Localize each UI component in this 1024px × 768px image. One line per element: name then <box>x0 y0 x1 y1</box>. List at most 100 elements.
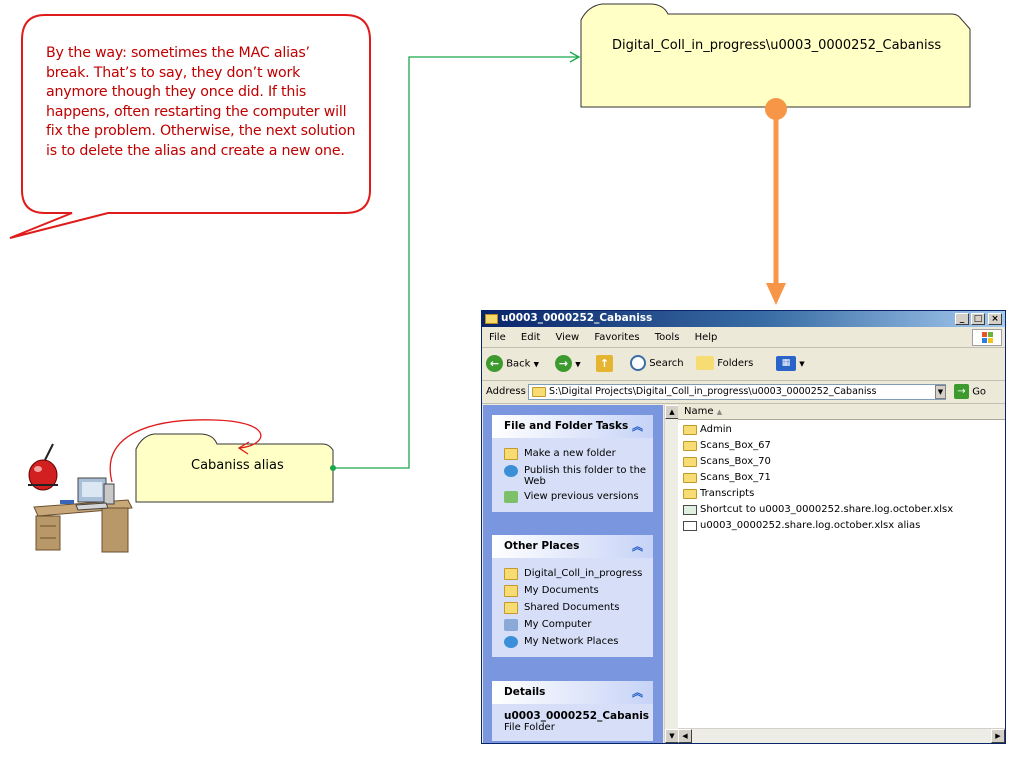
forward-button[interactable]: → ▼ <box>555 355 581 373</box>
task-pane-scrollbar[interactable]: ▲ ▼ <box>664 405 679 743</box>
task-pane: File and Folder Tasks ︽ Make a new folde… <box>483 405 663 743</box>
file-list-horizontal-scrollbar[interactable]: ◀ ▶ <box>678 728 1005 743</box>
panel-header[interactable]: Details ︽ <box>492 681 653 704</box>
callout-text: By the way: sometimes the MAC alias’ bre… <box>46 45 356 159</box>
file-list: Admin Scans_Box_67 Scans_Box_70 Scans_Bo… <box>682 422 953 534</box>
panel-header[interactable]: File and Folder Tasks ︽ <box>492 415 653 438</box>
list-item[interactable]: Scans_Box_70 <box>682 454 953 470</box>
address-value: S:\Digital Projects\Digital_Coll_in_prog… <box>549 386 877 397</box>
panel-title: File and Folder Tasks <box>504 420 629 432</box>
forward-arrow-icon: → <box>555 355 572 372</box>
folder-icon <box>683 441 697 451</box>
panel-title: Other Places <box>504 540 580 552</box>
collapse-chevron-icon[interactable]: ︽ <box>632 540 643 553</box>
place-shared-documents[interactable]: Shared Documents <box>504 602 653 615</box>
connector-start-dot <box>330 465 336 471</box>
green-connector <box>333 56 578 469</box>
name-column-header[interactable]: Name ▲ <box>678 405 1005 420</box>
shared-folder-icon <box>504 602 518 614</box>
previous-versions-icon <box>504 491 518 503</box>
task-view-previous-versions[interactable]: View previous versions <box>504 491 653 504</box>
scroll-left-button[interactable]: ◀ <box>678 729 692 743</box>
panel-title: Details <box>504 686 546 698</box>
menu-edit[interactable]: Edit <box>520 332 541 343</box>
go-arrow-icon: → <box>954 384 969 399</box>
search-button[interactable]: Search <box>630 355 684 373</box>
address-folder-icon <box>532 387 546 397</box>
go-button[interactable]: → Go <box>954 384 986 401</box>
new-folder-icon <box>504 448 518 460</box>
up-folder-icon: ↑ <box>596 355 613 372</box>
task-publish-folder[interactable]: Publish this folder to the Web <box>504 465 653 487</box>
place-my-network-places[interactable]: My Network Places <box>504 636 653 649</box>
back-arrow-icon: ← <box>486 355 503 372</box>
list-item[interactable]: Scans_Box_71 <box>682 470 953 486</box>
task-make-new-folder[interactable]: Make a new folder <box>504 448 653 461</box>
red-curved-arrow <box>109 419 262 483</box>
menu-file[interactable]: File <box>489 332 506 343</box>
menu-view[interactable]: View <box>555 332 580 343</box>
place-my-computer[interactable]: My Computer <box>504 619 653 632</box>
file-folder-tasks-panel: File and Folder Tasks ︽ Make a new folde… <box>492 415 653 512</box>
list-item[interactable]: Scans_Box_67 <box>682 438 953 454</box>
back-button[interactable]: ← Back ▼ <box>486 355 539 373</box>
maximize-button[interactable]: □ <box>971 313 985 325</box>
computer-icon <box>504 619 518 631</box>
collapse-chevron-icon[interactable]: ︽ <box>632 686 643 699</box>
address-dropdown-button[interactable]: ▼ <box>935 385 946 399</box>
views-button[interactable]: ▦ ▼ <box>776 355 805 373</box>
folder-icon <box>683 473 697 483</box>
views-icon: ▦ <box>776 355 796 371</box>
details-type: File Folder <box>504 722 555 733</box>
menu-tools[interactable]: Tools <box>654 332 680 343</box>
toolbar: ← Back ▼ → ▼ ↑ Search Folders ▦ ▼ <box>482 348 1005 381</box>
back-label: Back <box>506 358 531 370</box>
search-label: Search <box>649 358 684 369</box>
explorer-window: u0003_0000252_Cabaniss _ □ × File Edit V… <box>481 310 1006 744</box>
callout-bubble <box>9 14 371 239</box>
folders-label: Folders <box>717 358 754 369</box>
folder-icon <box>485 314 498 324</box>
alias-folder-label: Cabaniss alias <box>191 458 284 473</box>
red-arrowhead <box>237 441 250 455</box>
my-documents-icon <box>504 585 518 597</box>
other-places-panel: Other Places ︽ Digital_Coll_in_progress … <box>492 535 653 657</box>
place-digital-coll[interactable]: Digital_Coll_in_progress <box>504 568 653 581</box>
minimize-button[interactable]: _ <box>955 313 969 325</box>
list-item[interactable]: Admin <box>682 422 953 438</box>
menu-help[interactable]: Help <box>694 332 718 343</box>
close-button[interactable]: × <box>988 313 1002 325</box>
folders-button[interactable]: Folders <box>696 355 753 373</box>
top-folder-shape <box>580 3 971 108</box>
menu-bar: File Edit View Favorites Tools Help <box>482 328 1005 348</box>
orange-arrow-dot <box>765 98 787 120</box>
scroll-down-button[interactable]: ▼ <box>665 729 679 743</box>
collapse-chevron-icon[interactable]: ︽ <box>632 420 643 433</box>
shortcut-icon <box>683 505 697 515</box>
folders-icon <box>696 356 714 370</box>
folder-icon <box>683 489 697 499</box>
folder-icon <box>504 568 518 580</box>
list-item[interactable]: u0003_0000252.share.log.october.xlsx ali… <box>682 518 953 534</box>
menu-favorites[interactable]: Favorites <box>594 332 640 343</box>
panel-header[interactable]: Other Places ︽ <box>492 535 653 558</box>
scroll-right-button[interactable]: ▶ <box>991 729 1005 743</box>
computer-desk-clipart <box>28 443 133 553</box>
list-item[interactable]: Transcripts <box>682 486 953 502</box>
details-panel: Details ︽ u0003_0000252_Cabanis File Fol… <box>492 681 653 741</box>
address-input[interactable]: S:\Digital Projects\Digital_Coll_in_prog… <box>528 384 946 400</box>
details-name: u0003_0000252_Cabanis <box>504 710 650 722</box>
folder-icon <box>683 457 697 467</box>
title-bar[interactable]: u0003_0000252_Cabaniss _ □ × <box>482 311 1005 327</box>
place-my-documents[interactable]: My Documents <box>504 585 653 598</box>
orange-arrowhead <box>766 283 786 305</box>
address-bar: Address S:\Digital Projects\Digital_Coll… <box>482 381 1005 404</box>
up-folder-button[interactable]: ↑ <box>596 355 613 373</box>
list-item[interactable]: Shortcut to u0003_0000252.share.log.octo… <box>682 502 953 518</box>
alias-file-icon <box>683 521 697 531</box>
windows-logo-icon <box>972 329 1002 346</box>
file-list-pane: Name ▲ Admin Scans_Box_67 Scans_Box_70 S… <box>678 405 1005 743</box>
scroll-up-button[interactable]: ▲ <box>665 405 679 419</box>
globe-icon <box>504 465 518 477</box>
